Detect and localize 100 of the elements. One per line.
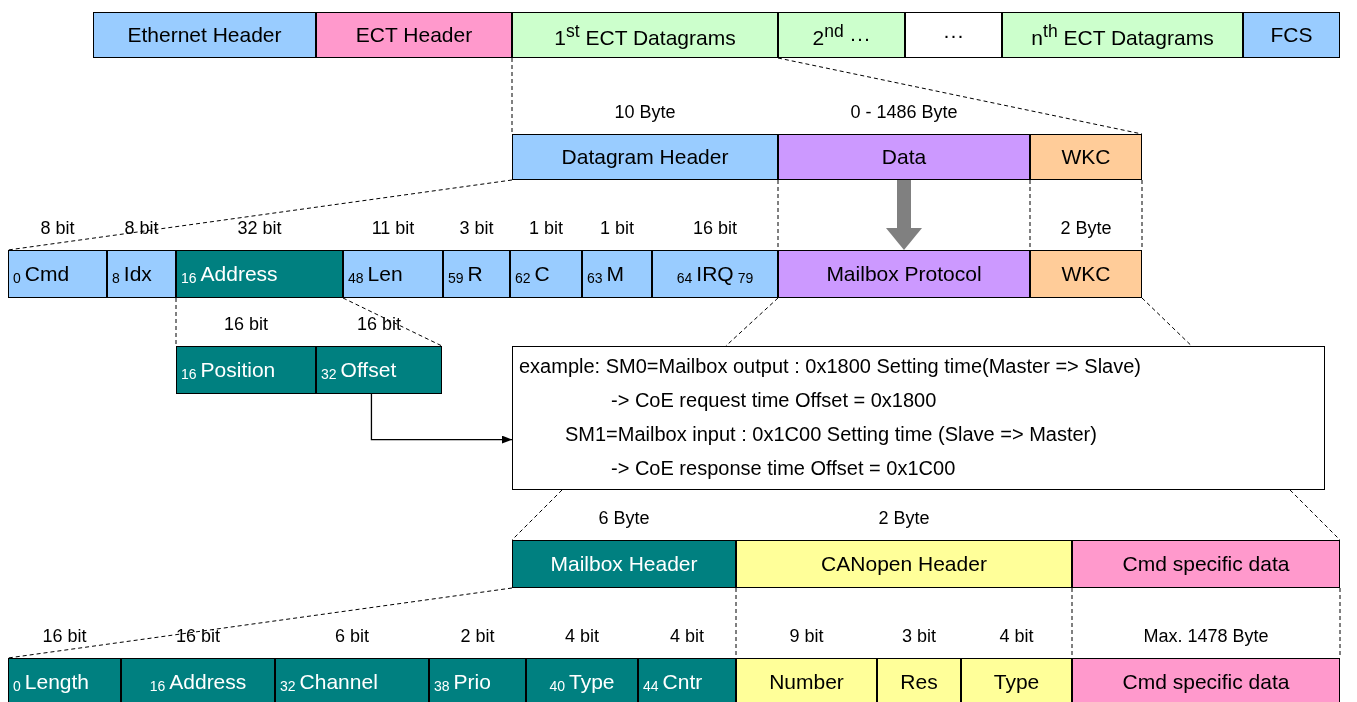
packet-field — [736, 540, 1072, 588]
packet-field — [176, 346, 316, 394]
example-text: -> CoE request time Offset = 0x1800 — [611, 389, 937, 412]
packet-field — [512, 134, 778, 180]
size-label: 3 bit — [902, 626, 936, 647]
field-name: Ethernet Header — [127, 23, 282, 47]
bit-offset: 79 — [737, 270, 754, 286]
field-name: WKC — [1061, 262, 1111, 286]
size-label: 4 bit — [565, 626, 599, 647]
size-label: 16 bit — [42, 626, 87, 647]
field-name: Data — [881, 145, 927, 169]
size-label: 6 bit — [335, 626, 369, 647]
size-label: 3 bit — [459, 218, 494, 239]
field-name: CANopen Header — [821, 552, 987, 576]
field-name: C — [534, 262, 550, 286]
size-label: Max. 1478 Byte — [1143, 626, 1269, 647]
size-label: 11 bit — [371, 218, 415, 239]
field-name: Cntr — [662, 670, 703, 694]
size-label: 9 bit — [789, 626, 824, 647]
field-name: Idx — [123, 262, 152, 286]
bit-offset: 16 — [181, 270, 197, 286]
packet-field — [1243, 12, 1340, 58]
field-name: Offset — [340, 358, 397, 382]
bit-offset: 59 — [448, 270, 464, 286]
size-label: 1 bit — [529, 218, 563, 239]
bit-offset: 16 — [181, 366, 197, 382]
size-label: 16 bit — [224, 314, 268, 335]
arrow — [370, 393, 513, 444]
field-name: Type — [993, 670, 1040, 694]
size-label: 4 bit — [670, 626, 704, 647]
field-name: WKC — [1061, 145, 1111, 169]
arrow — [886, 180, 922, 250]
packet-field — [582, 250, 652, 298]
packet-field — [778, 12, 905, 58]
field-name: Len — [367, 262, 403, 286]
size-label: 2 Byte — [878, 508, 930, 529]
field-name: Cmd — [24, 262, 70, 286]
example-text: -> CoE response time Offset = 0x1C00 — [611, 457, 956, 480]
bit-offset: 63 — [587, 270, 603, 286]
field-name: 2$^{nd}$ ··· — [812, 20, 871, 50]
connector-line — [511, 489, 563, 541]
packet-field — [512, 12, 778, 58]
size-label: 32 bit — [237, 218, 282, 239]
field-name: Res — [900, 670, 938, 694]
packet-field — [316, 12, 512, 58]
packet-field — [510, 250, 582, 298]
connector-line — [725, 297, 779, 347]
bit-offset: 32 — [321, 366, 337, 382]
example-text: example: SM0=Mailbox output : 0x1800 Setting time(Master => Slave) — [519, 355, 1141, 378]
field-name: Address — [200, 262, 278, 286]
field-name: Cmd specific data — [1122, 670, 1290, 694]
bit-offset: 40 — [549, 678, 565, 694]
field-name: 1$^{st}$ ECT Datagrams — [554, 20, 736, 50]
size-label: 8 bit — [124, 218, 159, 239]
packet-field — [512, 540, 736, 588]
packet-field — [176, 250, 343, 298]
size-label: 4 bit — [999, 626, 1034, 647]
connector-line — [175, 297, 177, 347]
bit-offset: 16 — [149, 678, 166, 694]
packet-field — [429, 658, 526, 702]
field-name: FCS — [1270, 23, 1313, 47]
packet-field — [8, 250, 107, 298]
packet-field — [526, 658, 638, 702]
packet-field — [1002, 12, 1243, 58]
size-label: 2 bit — [460, 626, 495, 647]
bit-offset: 44 — [643, 678, 659, 694]
field-name: Address — [169, 670, 247, 694]
connector-line — [7, 179, 513, 251]
connector-line — [511, 57, 513, 135]
bit-offset: 8 — [112, 270, 120, 286]
connector-line — [7, 587, 513, 659]
packet-field — [778, 134, 1030, 180]
note-box — [512, 346, 1325, 490]
connector-line — [342, 297, 443, 347]
packet-field — [316, 346, 442, 394]
bit-offset: 48 — [348, 270, 364, 286]
field-name: ECT Header — [355, 23, 473, 47]
field-name: Position — [200, 358, 276, 382]
size-label: 0 - 1486 Byte — [850, 102, 958, 123]
bit-offset: 0 — [13, 270, 21, 286]
packet-field — [638, 658, 736, 702]
field-name: Mailbox Protocol — [826, 262, 982, 286]
size-label: 2 Byte — [1060, 218, 1112, 239]
field-name: Channel — [299, 670, 378, 694]
packet-field — [961, 658, 1072, 702]
field-name: Cmd specific data — [1122, 552, 1290, 576]
size-label: 16 bit — [176, 626, 220, 647]
packet-field — [905, 12, 1002, 58]
field-name: Mailbox Header — [550, 552, 698, 576]
packet-field — [736, 658, 877, 702]
field-name: IRQ — [696, 262, 734, 286]
packet-field — [8, 658, 121, 702]
packet-field — [1072, 658, 1340, 702]
field-name: Prio — [453, 670, 491, 694]
packet-field — [1030, 250, 1142, 298]
packet-field — [443, 250, 510, 298]
bit-offset: 38 — [434, 678, 450, 694]
size-label: 16 bit — [693, 218, 737, 239]
size-label: 10 Byte — [614, 102, 676, 123]
packet-field — [93, 12, 316, 58]
